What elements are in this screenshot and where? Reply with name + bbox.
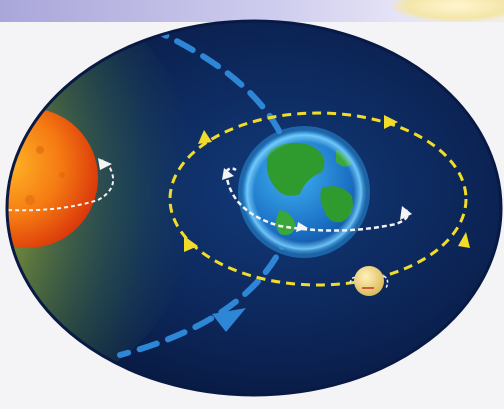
earth-icon xyxy=(238,126,370,258)
orbit-arrow-right xyxy=(458,232,470,248)
sun-rotation-path xyxy=(7,159,114,212)
moon-orbit-path xyxy=(168,111,468,287)
space-rim xyxy=(5,19,503,397)
orbit-arrow-top-left xyxy=(198,130,212,144)
sun-rotation-arrow xyxy=(98,158,112,170)
solar-motion-arrow xyxy=(212,308,246,332)
top-banner-strip xyxy=(0,0,504,22)
moon-icon xyxy=(349,266,389,296)
earth-rotation-arrow-left xyxy=(222,168,234,180)
orbit-arrow-top xyxy=(384,115,398,129)
earth-rotation-arrow-mid xyxy=(296,222,308,232)
earth-rotation-arrow-right xyxy=(400,206,412,220)
earth-rotation-path xyxy=(224,171,409,232)
orbit-arrow-left xyxy=(184,236,198,252)
banner-highlight xyxy=(392,0,504,22)
